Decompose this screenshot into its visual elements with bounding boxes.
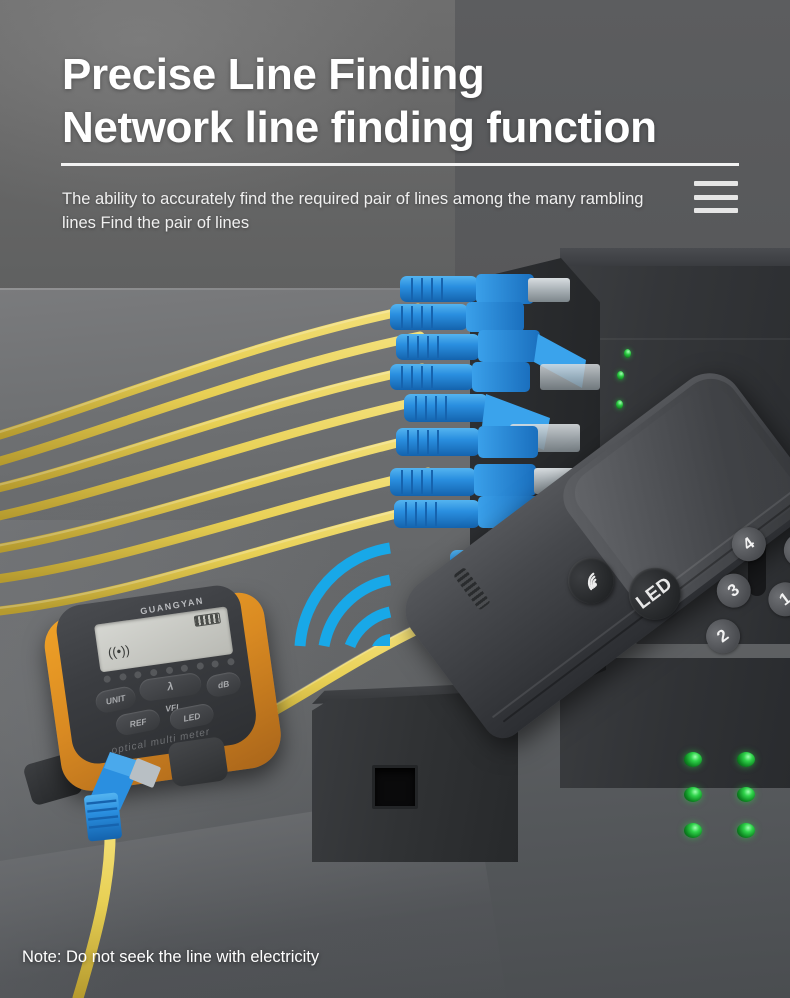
sc-fiber-connector — [84, 752, 161, 842]
warning-note: Note: Do not seek the line with electric… — [22, 948, 320, 966]
numpad-key-2[interactable]: 2 — [699, 612, 747, 661]
switch-unit-bottom — [560, 658, 790, 788]
page-title-line1: Precise Line Finding — [62, 50, 485, 99]
wand-led-label: LED — [632, 573, 677, 614]
port-led-indicator — [624, 349, 631, 358]
status-led — [737, 822, 755, 838]
status-led — [737, 752, 755, 767]
page-title: Precise Line Finding Network line findin… — [62, 48, 657, 154]
rj45-connector — [390, 302, 524, 332]
switch-seam — [562, 338, 790, 340]
meter-db-button[interactable]: dB — [204, 670, 243, 699]
rj45-port-socket — [372, 765, 418, 809]
port-led-indicator — [616, 400, 623, 409]
switch-unit-top-face — [560, 248, 790, 266]
wand-signal-button[interactable] — [558, 548, 624, 613]
status-led — [684, 822, 702, 838]
handheld-line-finder-wand: LED 4 3 8 2 1 — [392, 352, 790, 947]
header-block: Precise Line Finding Network line findin… — [0, 0, 790, 245]
meter-front-panel: GUANGYAN ((•)) UNIT λ dB VFL REF LED opt… — [53, 582, 260, 767]
signal-waves-icon: ((•)) — [106, 642, 131, 661]
hamburger-menu-icon[interactable] — [694, 181, 738, 213]
battery-full-icon — [193, 612, 221, 627]
numpad-key-3[interactable]: 3 — [709, 566, 758, 615]
page-title-line2: Network line finding function — [62, 103, 657, 152]
meter-unit-button[interactable]: UNIT — [93, 684, 138, 715]
status-led-array — [684, 752, 760, 844]
meter-port-block — [167, 736, 229, 788]
signal-waves-icon — [587, 572, 597, 591]
rj45-connector — [400, 274, 570, 304]
rj45-connector — [390, 362, 530, 392]
floor-seam — [0, 288, 560, 290]
rj45-connector — [396, 330, 600, 390]
status-led — [684, 787, 702, 803]
numpad-key-8[interactable]: 8 — [777, 526, 790, 574]
fiber-cable-bundle — [0, 303, 435, 616]
header-divider — [61, 163, 739, 166]
wifi-signal-icon — [294, 542, 392, 649]
page-subtitle: The ability to accurately find the requi… — [62, 190, 644, 232]
status-led — [737, 787, 755, 803]
numpad-key-1[interactable]: 1 — [761, 575, 790, 624]
status-led — [684, 752, 702, 767]
port-led-indicator — [617, 371, 624, 380]
meter-ref-button[interactable]: REF — [114, 707, 162, 737]
rj45-connector — [396, 426, 538, 458]
